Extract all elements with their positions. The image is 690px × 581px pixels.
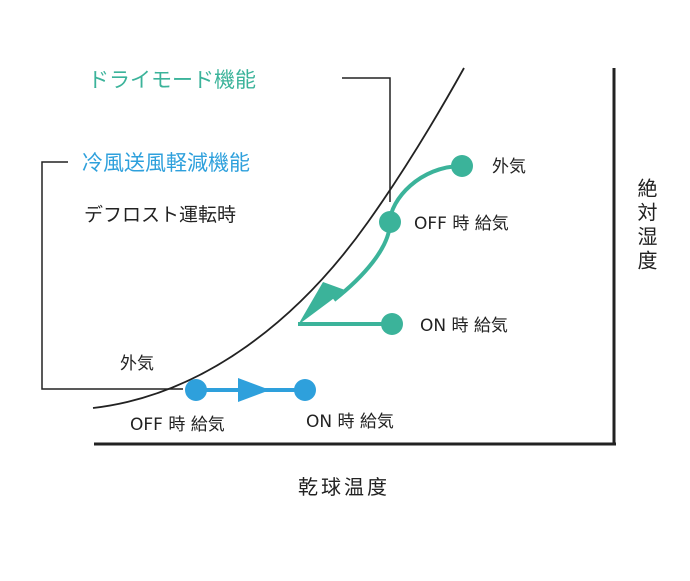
dry-outside-point [451,155,473,177]
dry-on-label: ON 時 給気 [420,316,508,336]
dry-mode-arrowhead [298,282,345,325]
dry-outside-label: 外気 [492,157,526,177]
cold-air-title: 冷風送風軽減機能 [82,151,250,175]
x-axis-label: 乾球温度 [298,475,390,499]
dry-mode-title: ドライモード機能 [88,68,256,92]
dry-mode-path [298,155,473,335]
cold-on-label: ON 時 給気 [306,412,394,432]
dry-off-label: OFF 時 給気 [414,214,509,234]
cold-off-point [185,379,207,401]
cold-on-point [294,379,316,401]
saturation-curve [92,67,465,409]
cold-off-label: OFF 時 給気 [130,415,225,435]
cold-air-leader [41,161,183,390]
cold-air-arrowhead [238,378,270,402]
dry-on-point [381,313,403,335]
y-axis-label: 絶対湿度 [634,178,658,274]
defrost-label: デフロスト運転時 [84,204,236,226]
axes [94,68,616,446]
dry-off-point [379,211,401,233]
cold-outside-label: 外気 [120,354,154,374]
dry-mode-leader [342,77,391,202]
cold-air-path [185,378,316,402]
